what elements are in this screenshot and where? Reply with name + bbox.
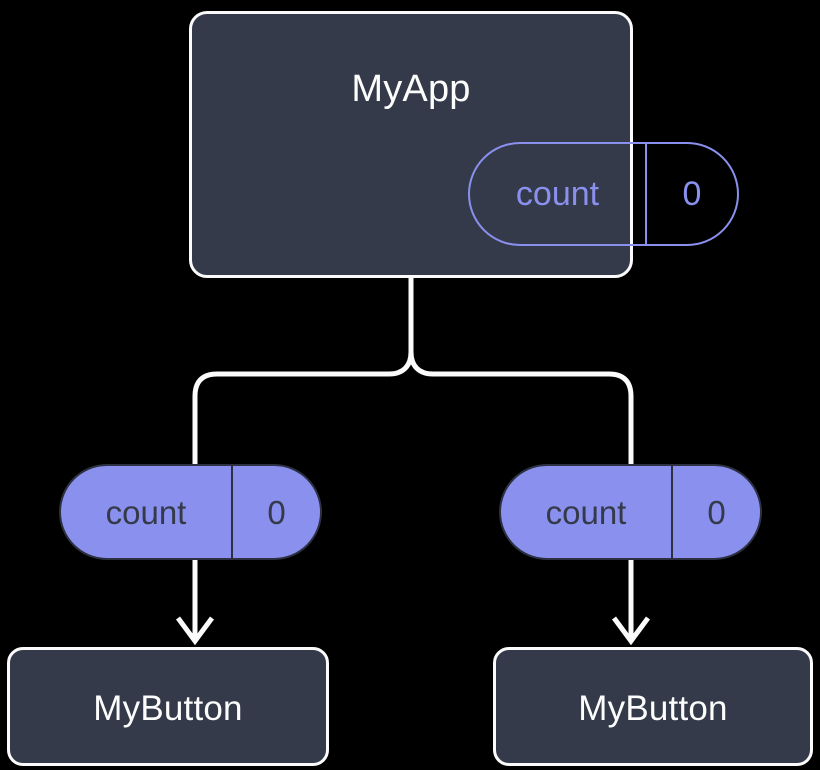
signal-pill-branch-left[interactable]: count 0 <box>59 464 322 560</box>
signal-value-branch-right: 0 <box>707 493 726 531</box>
signal-name-branch-right: count <box>501 466 673 558</box>
wire-trunk-split <box>192 274 414 467</box>
component-node-myapp[interactable]: MyApp count 0 <box>189 11 739 278</box>
signal-name-root: count <box>470 144 647 244</box>
arrow-head-right-icon <box>611 616 651 646</box>
signal-pill-branch-right[interactable]: count 0 <box>499 464 762 560</box>
component-title-mybutton-left: MyButton <box>93 689 243 728</box>
component-node-mybutton-left[interactable]: MyButton <box>7 647 329 766</box>
signal-value-branch-left: 0 <box>267 493 286 531</box>
wire-branch-right <box>408 349 634 467</box>
signal-name-branch-left: count <box>61 466 233 558</box>
component-node-mybutton-right[interactable]: MyButton <box>493 647 813 766</box>
component-title-myapp: MyApp <box>351 68 471 110</box>
arrow-head-left-icon <box>175 616 215 646</box>
signal-value-root: 0 <box>682 175 702 213</box>
signal-pill-root[interactable]: count 0 <box>468 142 739 246</box>
component-title-mybutton-right: MyButton <box>578 689 728 728</box>
